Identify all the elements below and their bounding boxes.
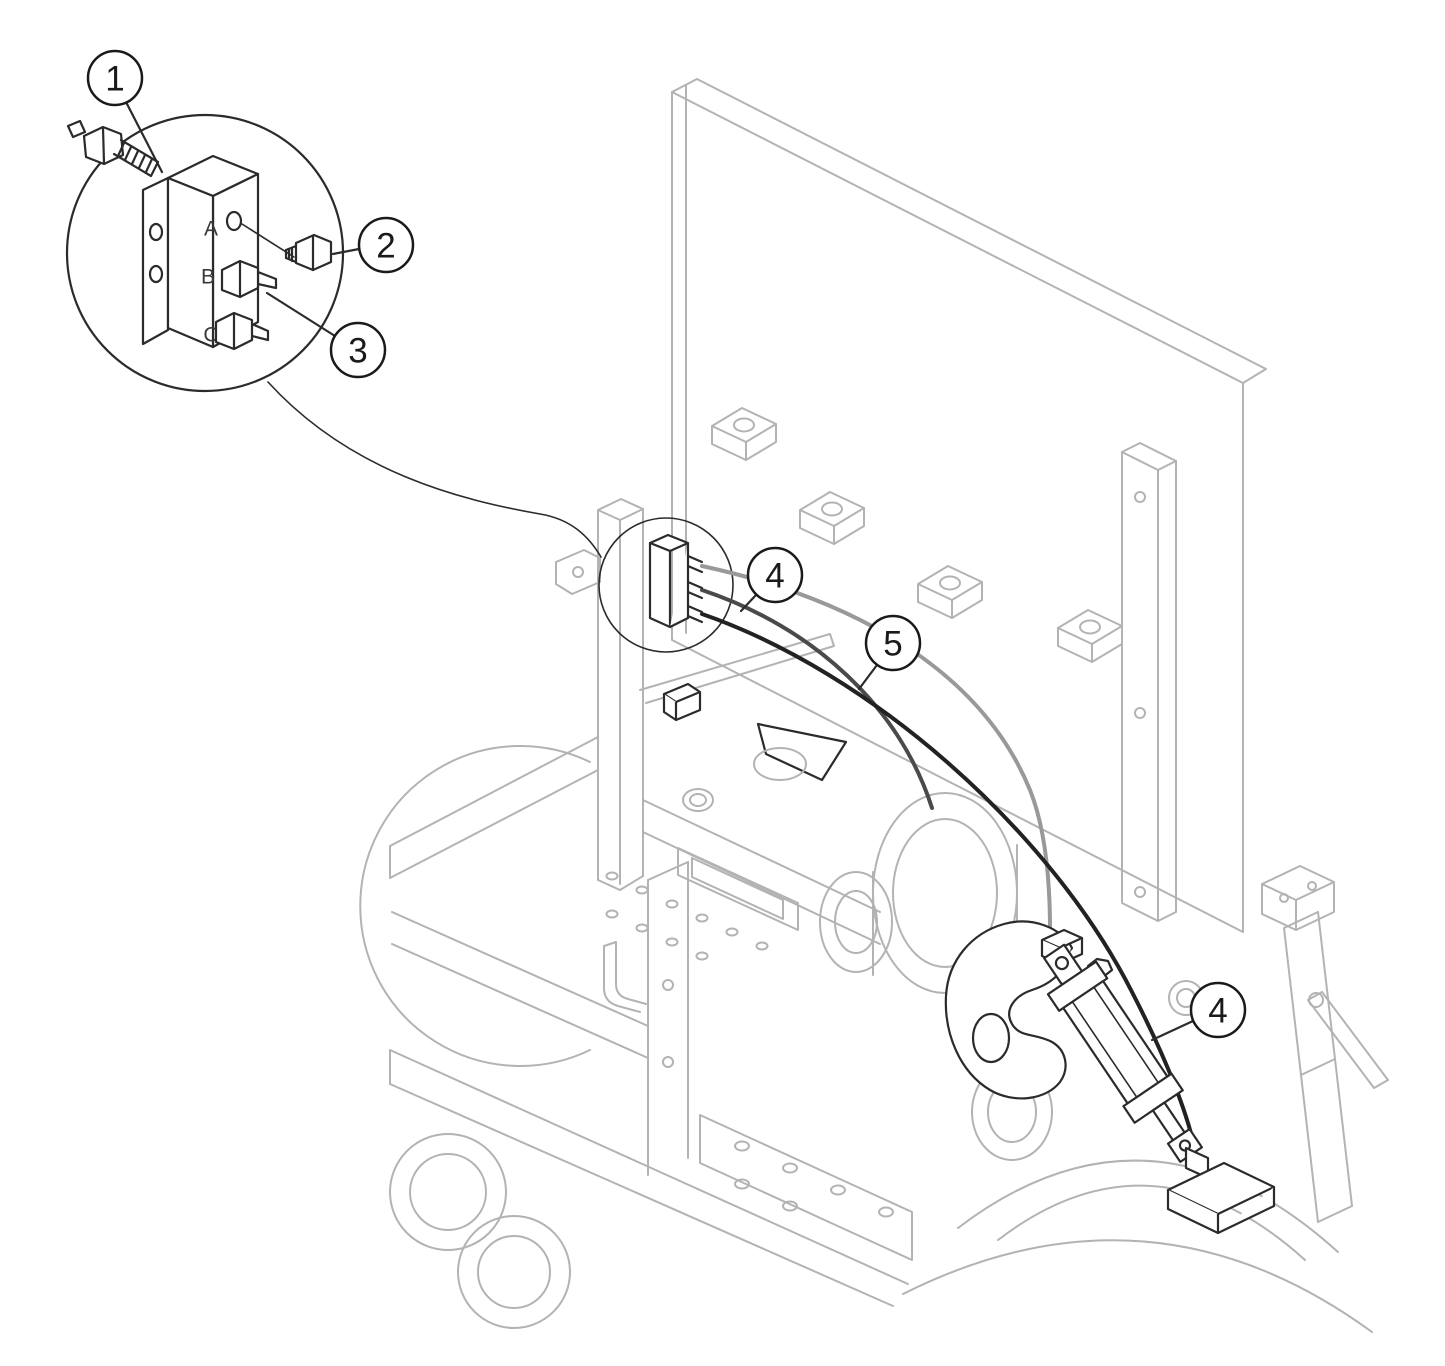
foot-pad bbox=[1166, 1146, 1276, 1235]
callout-4-upper-label: 4 bbox=[765, 557, 784, 596]
hook-plate bbox=[944, 920, 1074, 1100]
port-b-label: B bbox=[201, 266, 215, 289]
flange-plate bbox=[699, 1114, 913, 1261]
leader-3 bbox=[265, 291, 337, 338]
callout-1: 1 bbox=[86, 49, 144, 107]
panel-vertical-rail bbox=[1121, 442, 1177, 922]
tube-lower bbox=[700, 612, 1199, 1162]
callout-4-upper-circle bbox=[746, 546, 804, 604]
callout-5: 5 bbox=[864, 614, 922, 672]
callout-4-lower-circle bbox=[1189, 981, 1247, 1039]
manifold-block-detail bbox=[141, 154, 260, 349]
callout-4-lower-label: 4 bbox=[1208, 992, 1227, 1031]
callout-2-circle bbox=[357, 216, 415, 274]
leader-4a bbox=[739, 593, 758, 613]
callout-1-circle bbox=[86, 49, 144, 107]
callout-2: 2 bbox=[357, 216, 415, 274]
fitting-port-b bbox=[220, 259, 278, 299]
highlight-circle bbox=[598, 517, 734, 653]
leader-4b bbox=[1150, 1019, 1195, 1042]
leader-5 bbox=[857, 663, 879, 691]
tube-upper bbox=[700, 564, 1052, 932]
pneumatic-cylinder bbox=[1043, 943, 1203, 1163]
callout-3: 3 bbox=[329, 321, 387, 379]
right-frame-rail bbox=[1168, 865, 1389, 1223]
callout-2-label: 2 bbox=[376, 227, 395, 266]
callout-5-label: 5 bbox=[883, 625, 902, 664]
port-a-hole bbox=[225, 210, 243, 232]
callout-4-upper: 4 bbox=[746, 546, 804, 604]
callout-3-circle bbox=[329, 321, 387, 379]
fitting-port-c bbox=[214, 311, 270, 351]
left-frame-post bbox=[555, 498, 835, 891]
casting-bores bbox=[359, 745, 1018, 1067]
callout-1-label: 1 bbox=[105, 60, 124, 99]
toggle-clamp bbox=[662, 682, 848, 782]
callout-3-label: 3 bbox=[348, 332, 367, 371]
lower-post bbox=[647, 861, 689, 1176]
leader-2 bbox=[331, 247, 361, 256]
callout-5-circle bbox=[864, 614, 922, 672]
panel-clip-brackets bbox=[711, 407, 1123, 663]
leader-1 bbox=[124, 100, 164, 174]
port-c-label: C bbox=[203, 324, 218, 347]
port-a-label: A bbox=[204, 218, 218, 241]
manifold-block-installed bbox=[648, 533, 704, 629]
rollers bbox=[389, 1063, 1373, 1333]
zoom-leader-line bbox=[267, 381, 602, 558]
detail-view: A B C bbox=[65, 113, 345, 393]
callout-4-lower: 4 bbox=[1189, 981, 1247, 1039]
fitting-1 bbox=[66, 119, 160, 178]
fitting-2 bbox=[284, 233, 333, 272]
callout-leaders bbox=[124, 100, 1195, 1042]
drilled-plate bbox=[605, 847, 799, 961]
